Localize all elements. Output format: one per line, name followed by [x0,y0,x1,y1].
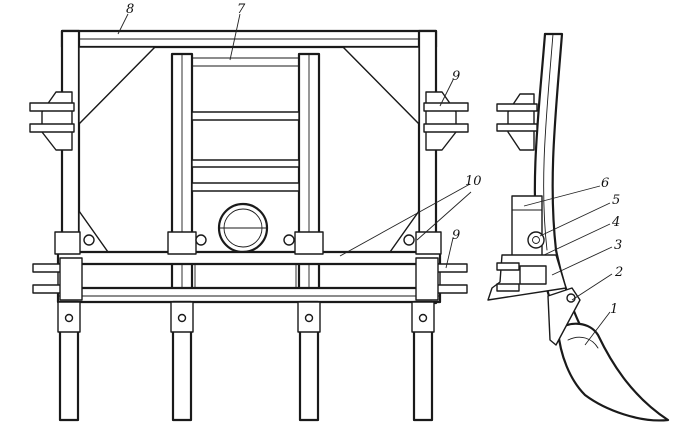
ripper-point [556,322,670,422]
leader-lines [117,13,613,346]
lower-lugs [32,257,468,301]
callout-5: 5 [612,193,620,208]
callouts: 1 2 3 4 5 6 7 8 9 9 10 [126,2,623,317]
callout-2: 2 [614,265,623,280]
callout-9-upper: 9 [452,69,460,84]
callout-6: 6 [601,176,609,191]
callout-9-lower: 9 [452,228,460,243]
callout-7: 7 [237,2,246,17]
hydraulic-tube [217,202,269,254]
side-view [487,32,670,422]
callout-10: 10 [465,174,482,189]
callout-3: 3 [614,238,622,253]
side-sleeve [547,287,581,346]
ladder-rungs [191,111,300,192]
lower-beam [56,250,442,304]
callout-1: 1 [610,302,618,317]
shank-clamps [54,231,442,255]
side-pin [527,231,545,249]
side-lower-bracket [487,254,567,301]
upper-brackets [29,91,469,151]
callout-8: 8 [126,2,134,17]
shanks [57,300,435,422]
front-view [29,29,469,422]
callout-4: 4 [611,215,620,230]
inner-columns [170,52,321,306]
side-upper-bracket [496,93,538,151]
